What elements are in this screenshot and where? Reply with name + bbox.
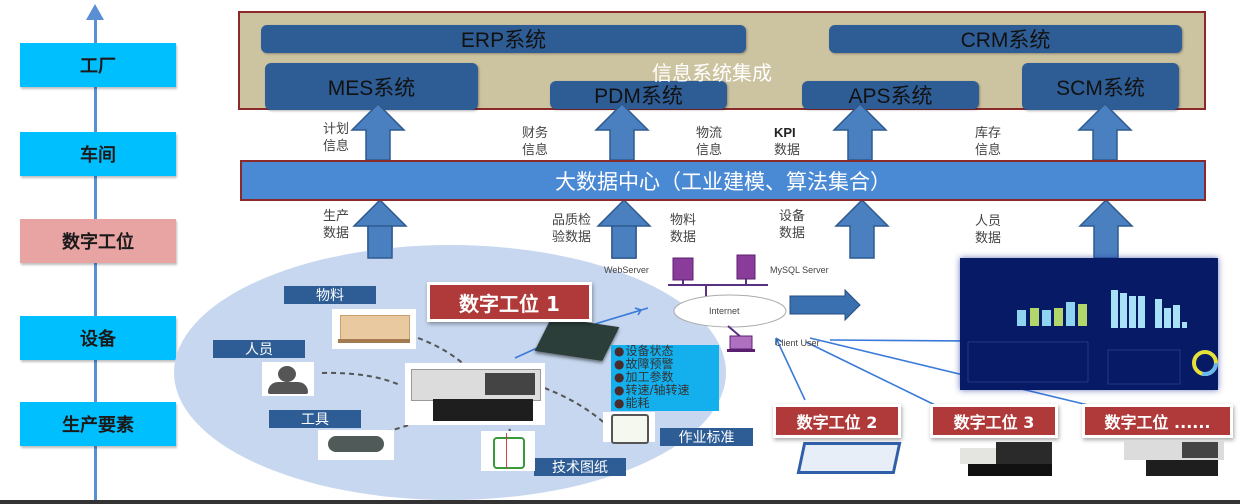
- upper-arrow-kpi: [833, 103, 887, 161]
- lower-arrow-quality: [597, 199, 651, 259]
- tag-tools: 工具: [269, 410, 361, 428]
- monitoring-dashboard[interactable]: [960, 258, 1218, 390]
- workstation-2-title[interactable]: 数字工位 2: [773, 404, 901, 438]
- upper-arrow-plan: [351, 103, 405, 161]
- worker-icon: [262, 362, 314, 396]
- arrow-up-icon: [86, 4, 104, 20]
- scm-system[interactable]: SCM系统: [1022, 63, 1179, 110]
- status-list-panel: 设备状态 故障预警 加工参数 转速/轴转速 能耗: [611, 345, 719, 411]
- cnc-machine-image: [405, 363, 545, 425]
- lathe-image-3: [960, 440, 1052, 478]
- workstation-more-title[interactable]: 数字工位 ......: [1082, 404, 1233, 438]
- note-logistics-info: 物流信息: [696, 126, 723, 158]
- big-data-center[interactable]: 大数据中心（工业建模、算法集合）: [240, 160, 1206, 201]
- tag-work-standard: 作业标准: [660, 428, 753, 446]
- status-item: 加工参数: [614, 371, 719, 384]
- material-pallet-image: [332, 309, 416, 349]
- upper-arrow-finance: [595, 103, 649, 161]
- tag-technical-drawings: 技术图纸: [534, 458, 626, 476]
- note-equipment-data: 设备数据: [779, 209, 806, 241]
- tool-compressor-icon: [318, 430, 394, 460]
- note-finance-info: 财务信息: [522, 126, 549, 158]
- mysql-server-label: MySQL Server: [770, 265, 829, 275]
- dashboard-graphics: [967, 290, 1218, 385]
- status-item: 设备状态: [614, 345, 719, 358]
- client-user-label: Client User: [775, 338, 820, 348]
- mes-system[interactable]: MES系统: [265, 63, 478, 110]
- crm-system[interactable]: CRM系统: [829, 25, 1182, 53]
- workstation-3-title[interactable]: 数字工位 3: [930, 404, 1058, 438]
- webserver-label: WebServer: [604, 265, 649, 275]
- cnc-machine-image-more: [1124, 436, 1224, 478]
- level-production-factors[interactable]: 生产要素: [20, 402, 176, 446]
- workstation-1-title[interactable]: 数字工位 1: [427, 282, 592, 322]
- checklist-icon: [603, 412, 655, 444]
- status-item: 能耗: [614, 397, 719, 410]
- note-material-data: 物料数据: [670, 213, 697, 245]
- tag-material: 物料: [284, 286, 376, 304]
- note-personnel-data: 人员数据: [975, 214, 1002, 246]
- lower-arrow-personnel: [1079, 199, 1133, 259]
- note-production-data: 生产数据: [323, 209, 350, 241]
- status-item: 故障预警: [614, 358, 719, 371]
- internet-label: Internet: [709, 306, 740, 316]
- upper-arrow-inventory: [1078, 103, 1132, 161]
- erp-system[interactable]: ERP系统: [261, 25, 746, 53]
- bottom-border: [0, 500, 1240, 504]
- laser-cutter-image: [796, 442, 902, 474]
- aps-system[interactable]: APS系统: [802, 81, 979, 109]
- note-inventory-info: 库存信息: [975, 126, 1002, 158]
- technical-drawing-image: [481, 431, 535, 471]
- note-plan-info: 计划信息: [323, 122, 350, 154]
- tag-personnel: 人员: [213, 340, 305, 358]
- level-factory[interactable]: 工厂: [20, 43, 176, 87]
- lower-arrow-equipment: [835, 199, 889, 259]
- info-integration-label: 信息系统集成: [652, 61, 772, 85]
- level-equipment[interactable]: 设备: [20, 316, 176, 360]
- level-digital-workstation[interactable]: 数字工位: [20, 219, 176, 263]
- level-workshop[interactable]: 车间: [20, 132, 176, 176]
- status-item: 转速/轴转速: [614, 384, 719, 397]
- note-quality-data: 品质检验数据: [552, 213, 592, 245]
